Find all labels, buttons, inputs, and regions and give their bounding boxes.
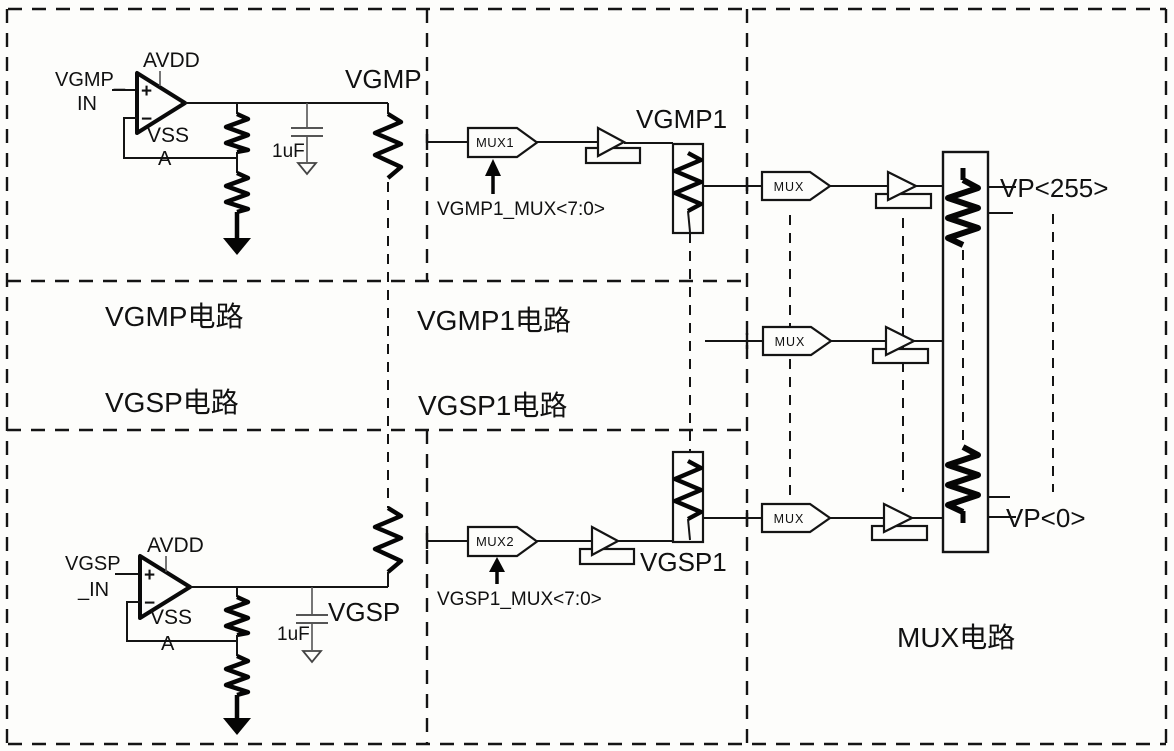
vp0-label: VP<0> xyxy=(1006,503,1086,533)
vgsp1-region-title: VGSP1电路 xyxy=(418,390,567,421)
mux-bottom-label: MUX xyxy=(774,512,805,526)
vgmp-output-label: VGMP xyxy=(345,64,422,94)
mux-top-label: MUX xyxy=(774,180,805,194)
vgsp-ground xyxy=(223,718,251,735)
vgmp-ground xyxy=(223,238,251,255)
vgmp-block: VGMP_ IN AVDD + − VSS A 1uF VGMP VGMP电路 xyxy=(55,49,422,508)
vgmp1-buffer-box xyxy=(586,148,640,163)
mux-top-buffer-box xyxy=(876,194,931,208)
vgmp-region-title: VGMP电路 xyxy=(105,301,243,332)
vgsp-avdd-label: AVDD xyxy=(147,534,204,557)
vgmp-input-label-line2: IN xyxy=(77,93,97,115)
vgmp-input-label-line1: VGMP_ xyxy=(55,69,126,91)
vgsp-string-resistor xyxy=(375,508,401,572)
vgsp-divider-resistor-top xyxy=(226,597,248,635)
vgsp1-block: MUX2 VGSP1_MUX<7:0> VGSP1 VGSP1电路 xyxy=(418,390,762,610)
vgmp-string-resistor xyxy=(375,114,401,178)
vgsp-cap-value: 1uF xyxy=(277,624,310,645)
vgsp-input-label-line1: VGSP xyxy=(65,553,121,575)
vgsp1-select-bus-label: VGSP1_MUX<7:0> xyxy=(437,589,602,610)
vgsp-vss-label: VSS xyxy=(150,606,192,629)
vp255-label: VP<255> xyxy=(1000,173,1108,203)
vgsp-input-label-line2: _IN xyxy=(77,579,109,601)
vgsp1-buffer-box xyxy=(580,549,634,564)
mux-row-bottom: MUX xyxy=(703,504,943,540)
vgmp1-select-bus-label: VGMP1_MUX<7:0> xyxy=(437,199,605,220)
vgsp-divider-resistor-bottom xyxy=(226,656,248,695)
mux-row-top: MUX xyxy=(703,172,943,208)
vgsp-block: VGSP _IN AVDD + − VSS A 1uF VGSP VGSP电路 xyxy=(65,387,401,735)
mux1-label: MUX1 xyxy=(476,135,514,150)
vgmp1-output-label: VGMP1 xyxy=(636,104,727,134)
vgsp-node-a-label: A xyxy=(161,633,175,655)
mux-row-middle: MUX xyxy=(705,327,943,363)
vgmp-plus-sign: + xyxy=(141,81,152,102)
mux-block: MUX MUX MUX xyxy=(703,152,1108,653)
mux1-select-arrow-head xyxy=(485,159,501,176)
vgsp-plus-sign: + xyxy=(144,565,155,586)
mux-middle-label: MUX xyxy=(775,335,806,349)
mux-bottom-buffer-box xyxy=(872,526,927,540)
vgmp-avdd-label: AVDD xyxy=(143,49,200,72)
vgsp-output-label: VGSP xyxy=(328,597,400,627)
mux2-label: MUX2 xyxy=(476,534,514,549)
vgmp-divider-resistor-bottom xyxy=(226,173,248,212)
mux-middle-buffer-box xyxy=(873,349,928,363)
vgmp-divider-resistor-top xyxy=(226,114,248,152)
mux-region-title: MUX电路 xyxy=(897,622,1015,653)
vgsp1-output-label: VGSP1 xyxy=(640,547,727,577)
vgmp-capacitor xyxy=(291,103,323,174)
vgmp1-region-title: VGMP1电路 xyxy=(417,305,571,336)
vgmp-cap-value: 1uF xyxy=(272,141,305,162)
vgmp-vss-label: VSS xyxy=(147,124,189,147)
mux2-select-arrow-head xyxy=(489,557,505,572)
vgmp-node-a-label: A xyxy=(158,148,172,170)
vgsp-region-title: VGSP电路 xyxy=(105,387,239,418)
